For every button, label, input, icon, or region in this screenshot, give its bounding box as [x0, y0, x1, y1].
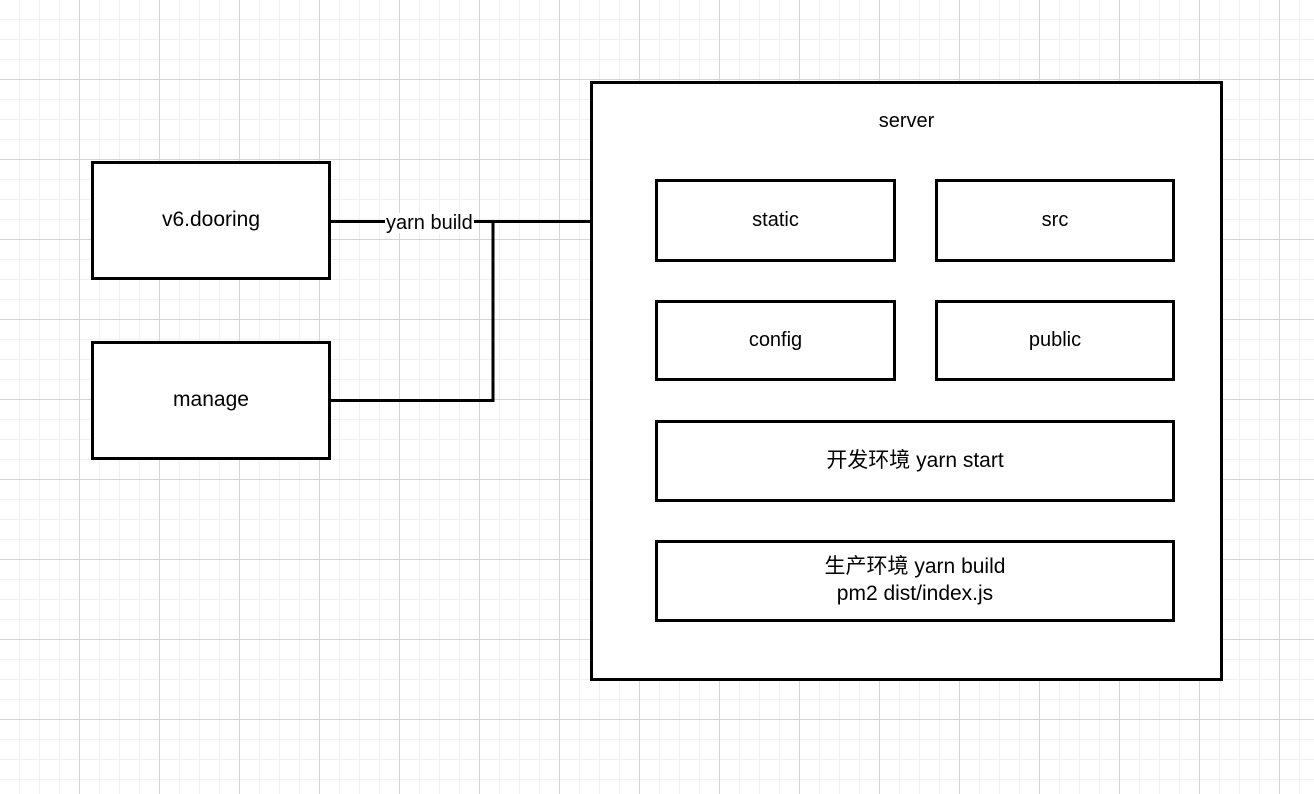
node-public-label: public — [1028, 328, 1082, 351]
node-server-label: server — [878, 110, 935, 132]
node-dev-environment-label: 开发环境 yarn start — [826, 448, 1004, 472]
node-v6-dooring-label: v6.dooring — [161, 208, 261, 232]
node-static-label: static — [752, 208, 799, 231]
node-manage[interactable]: manage — [91, 341, 331, 460]
node-v6-dooring[interactable]: v6.dooring — [91, 161, 331, 280]
node-prod-environment[interactable]: 生产环境 yarn build pm2 dist/index.js — [655, 540, 1175, 622]
node-src[interactable]: src — [935, 179, 1175, 262]
node-config-label: config — [748, 328, 803, 351]
node-config[interactable]: config — [655, 300, 896, 381]
node-public[interactable]: public — [935, 300, 1175, 381]
edge-manage-to-junction-line — [331, 221, 495, 402]
node-src-label: src — [1041, 208, 1069, 231]
node-static[interactable]: static — [655, 179, 896, 262]
node-manage-label: manage — [173, 388, 249, 412]
edge-label-yarn-build: yarn build — [385, 212, 474, 234]
node-dev-environment[interactable]: 开发环境 yarn start — [655, 420, 1175, 502]
node-prod-environment-label: 生产环境 yarn build pm2 dist/index.js — [824, 555, 1006, 605]
